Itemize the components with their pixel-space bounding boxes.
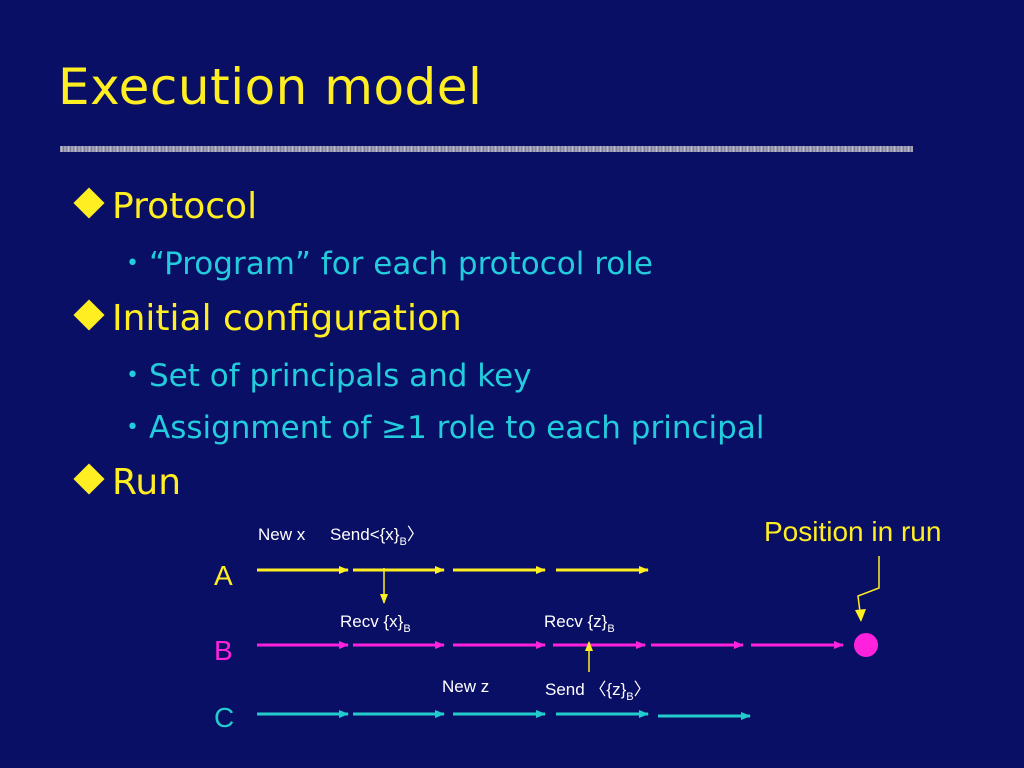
row-label-a: A (214, 560, 233, 591)
bullet-run: Run (72, 462, 181, 503)
label-new-z: New z (442, 677, 489, 696)
position-marker (854, 633, 878, 657)
sub-bullet-text: Set of principals and key (148, 358, 532, 394)
label-position-in-run: Position in run (764, 516, 941, 547)
sub-bullet-text: “Program” for each protocol role (148, 246, 653, 282)
label-new-x: New x (258, 525, 306, 544)
sub-bullet: • Set of principals and key (126, 358, 532, 394)
row-label-b: B (214, 635, 233, 666)
sub-bullet-text: Assignment of ≥1 role to each principal (148, 410, 765, 446)
bullet-initial-configuration: Initial configuration (72, 298, 462, 339)
title-divider (60, 146, 913, 152)
dot-bullet-icon: • (126, 251, 139, 276)
dot-bullet-icon: • (126, 363, 139, 388)
label-recv-z: Recv {z}B (544, 612, 615, 635)
label-send-x: Send<{x}B〉 (330, 525, 424, 548)
sub-bullet: • “Program” for each protocol role (126, 246, 653, 282)
bullet-text: Run (112, 462, 182, 503)
bullet-text: Initial configuration (112, 298, 462, 339)
label-send-z: Send 〈{z}B〉 (545, 680, 651, 703)
row-label-c: C (214, 702, 234, 733)
sub-bullet: • Assignment of ≥1 role to each principal (126, 410, 764, 446)
bullet-protocol: Protocol (72, 186, 257, 227)
slide-title: Execution model (58, 58, 483, 116)
position-pointer (857, 556, 880, 613)
bullet-text: Protocol (112, 186, 258, 227)
dot-bullet-icon: • (126, 415, 139, 440)
label-recv-x: Recv {x}B (340, 612, 411, 635)
position-pointer-head (855, 609, 866, 622)
